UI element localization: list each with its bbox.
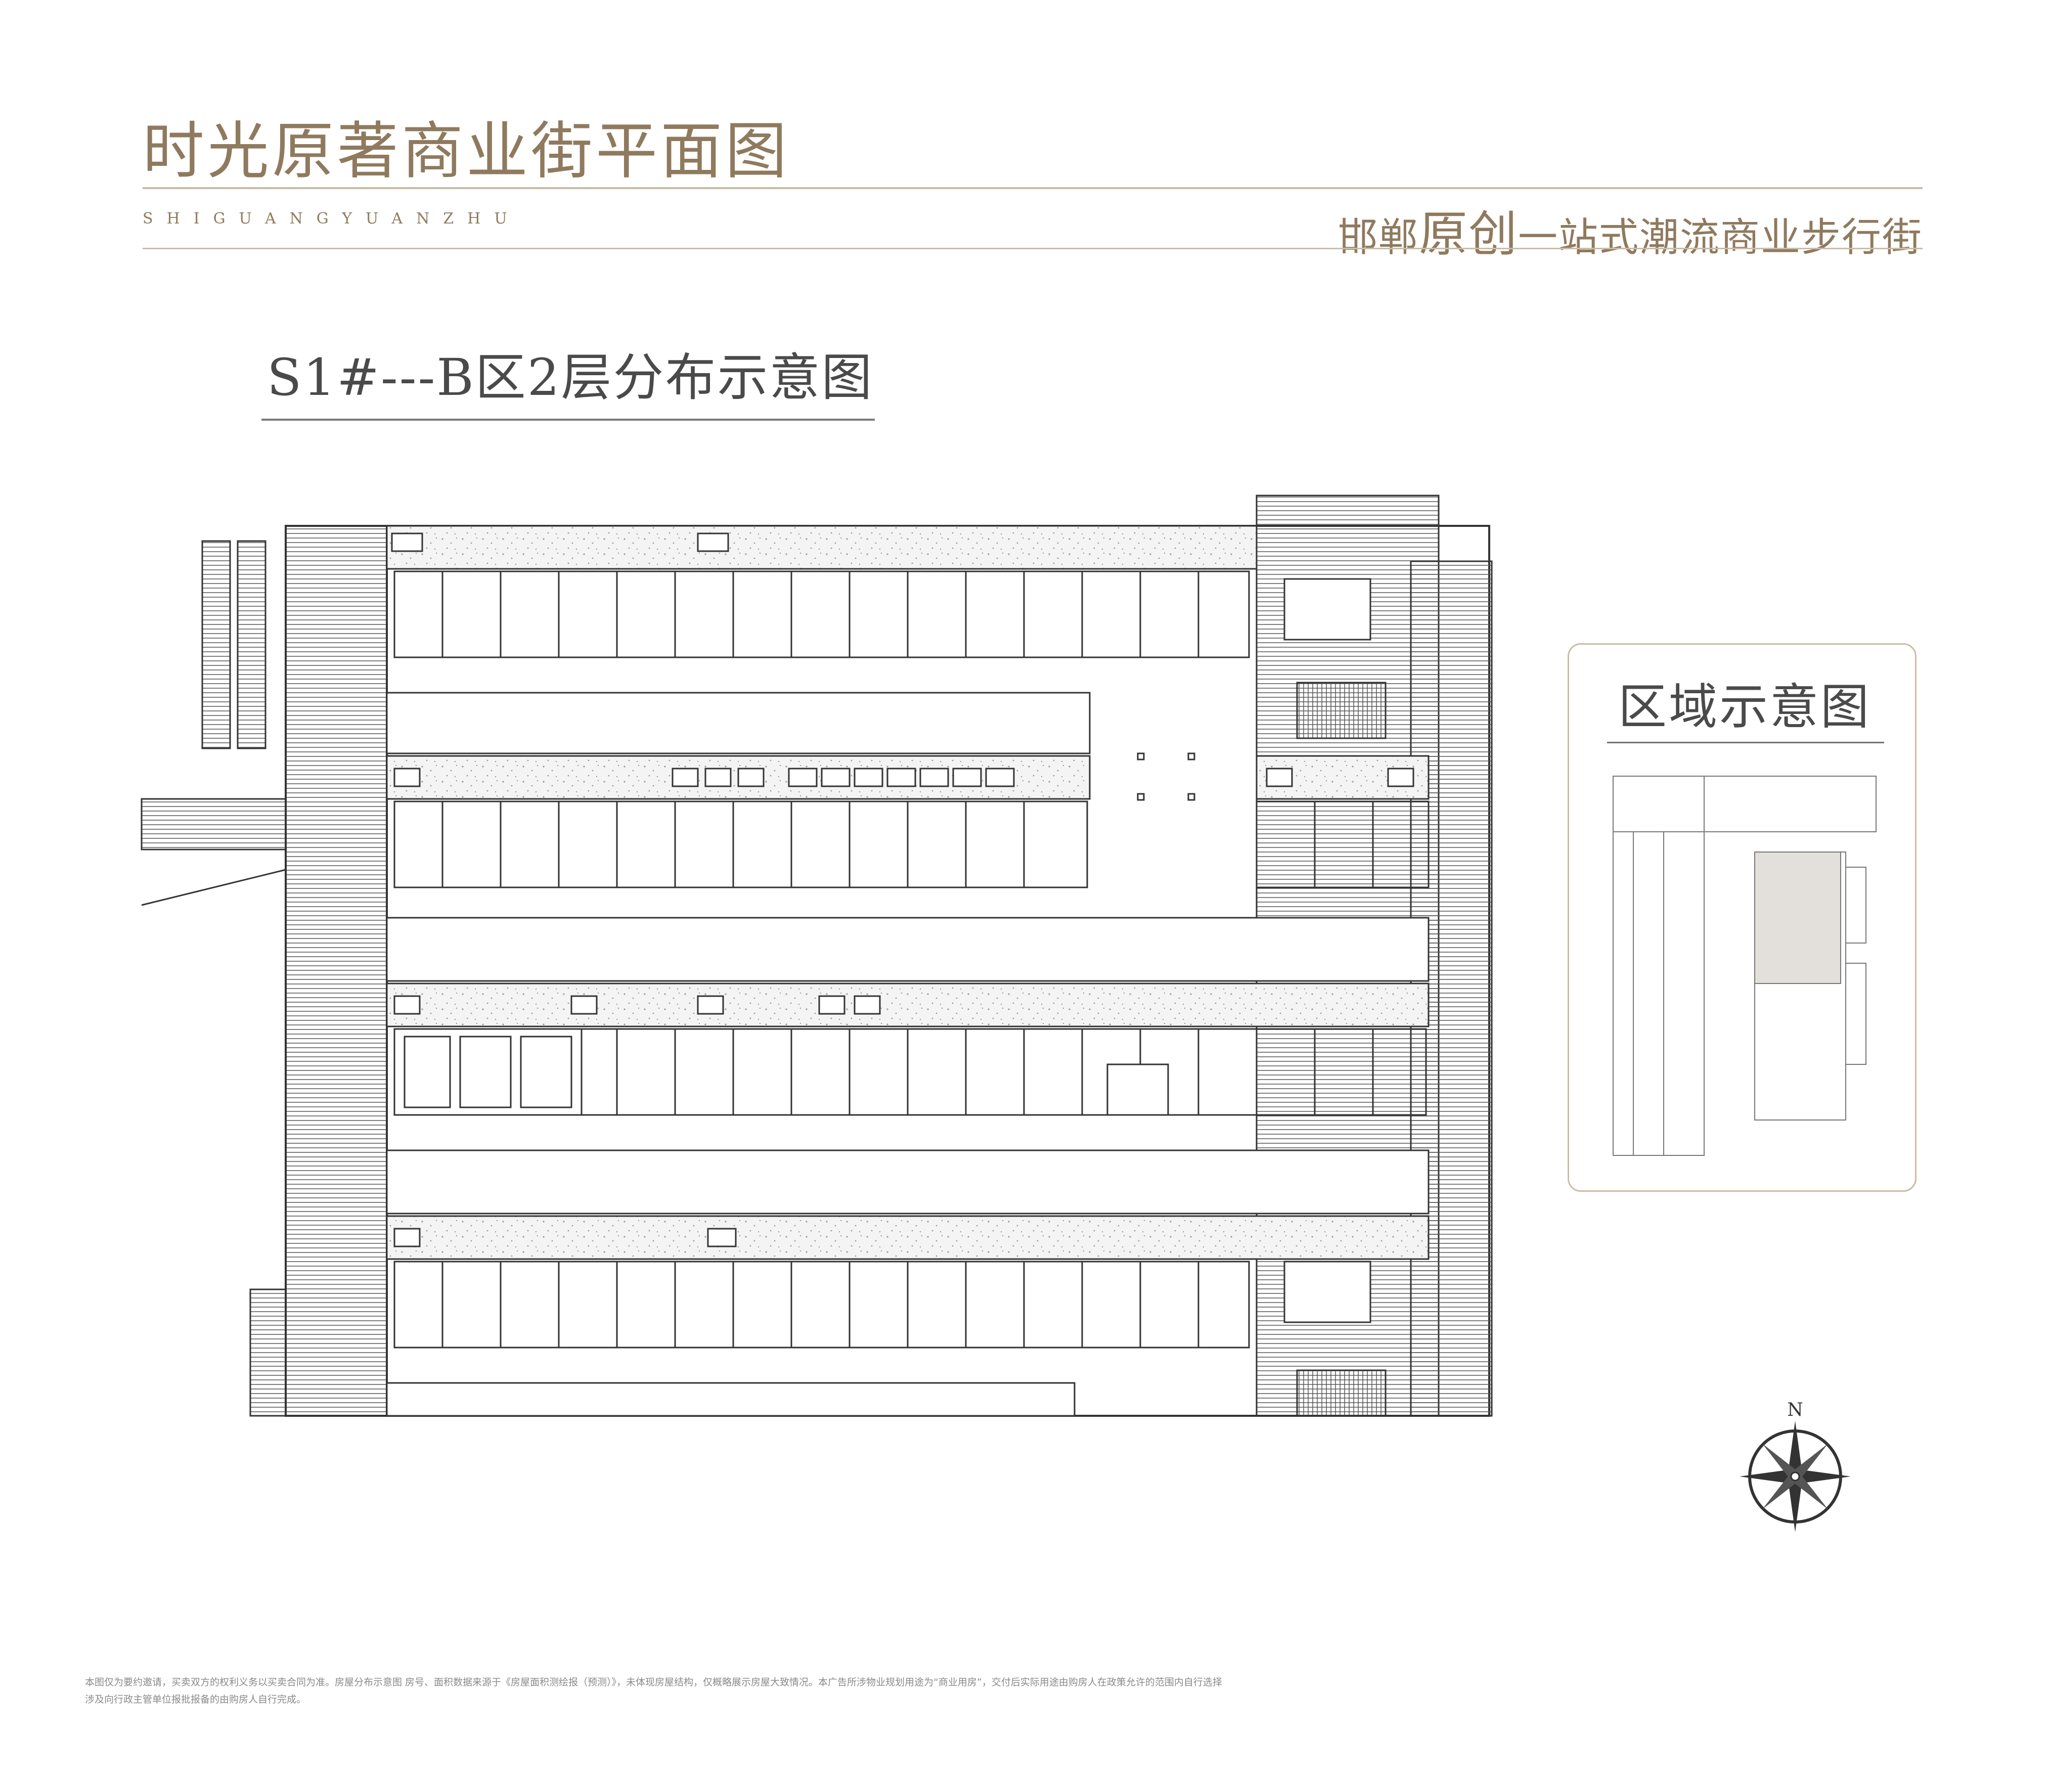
slogan-emphasis: 原创 xyxy=(1418,206,1518,262)
disclaimer-line-1: 本图仅为要约邀请，买卖双方的权利义务以买卖合同为准。房屋分布示意图 房号、面积数… xyxy=(85,1677,1222,1688)
plan-structure xyxy=(141,495,1493,1417)
stair-core-north xyxy=(1283,578,1371,641)
service-shafts xyxy=(391,532,1414,1247)
region-inset-title: 区域示意图 xyxy=(1618,679,1871,735)
stair-core-south xyxy=(1283,1261,1371,1323)
disclaimer-line-2: 涉及向行政主管单位报批报备的由购房人自行完成。 xyxy=(85,1694,306,1705)
corridor-band-1 xyxy=(386,525,1258,570)
header-divider-top xyxy=(143,187,1923,189)
shop-row-2 xyxy=(393,800,1430,888)
stair-south-west xyxy=(249,1288,287,1417)
region-site-map xyxy=(1613,776,1877,1156)
highlighted-zone xyxy=(1754,852,1841,984)
north-arrow-icon: N xyxy=(1740,1400,1851,1532)
slogan-prefix: 邯郸 xyxy=(1338,215,1419,260)
escalator-left-2 xyxy=(237,540,266,749)
columns xyxy=(1137,752,1195,801)
region-inset-panel xyxy=(1568,643,1917,1192)
shop-row-4 xyxy=(393,1261,1250,1349)
escalator-left-1 xyxy=(201,540,231,749)
disclaimer: 本图仅为要约邀请，买卖双方的权利义务以买卖合同为准。房屋分布示意图 房号、面积数… xyxy=(85,1674,1551,1708)
region-inset-underline xyxy=(1607,742,1884,743)
slogan-suffix: 一站式潮流商业步行街 xyxy=(1518,215,1923,260)
central-escalator xyxy=(1106,1063,1169,1116)
corridor-band-4 xyxy=(386,1215,1430,1260)
void-2 xyxy=(386,917,1430,982)
void-3 xyxy=(386,1149,1430,1215)
slogan: 邯郸原创一站式潮流商业步行街 xyxy=(1338,195,1923,265)
corridor-band-3 xyxy=(386,982,1430,1027)
north-label: N xyxy=(1787,1400,1803,1420)
west-walkway xyxy=(285,525,388,1417)
shop-row-1 xyxy=(393,570,1250,658)
west-bridge xyxy=(141,798,287,850)
stair-south-east xyxy=(1296,1369,1387,1417)
void-4 xyxy=(386,1382,1076,1417)
page-title: 时光原著商业街平面图 xyxy=(143,115,790,187)
plan-title: S1#---B区2层分布示意图 xyxy=(267,348,874,407)
stair-north-east xyxy=(1296,682,1387,739)
pinyin-subtitle: SHIGUANGYUANZHU xyxy=(143,210,521,228)
void-1 xyxy=(386,692,1091,754)
plan-title-underline xyxy=(261,419,875,421)
floor-plan-drawing xyxy=(141,495,1493,1417)
header-divider-bottom xyxy=(143,248,1923,249)
